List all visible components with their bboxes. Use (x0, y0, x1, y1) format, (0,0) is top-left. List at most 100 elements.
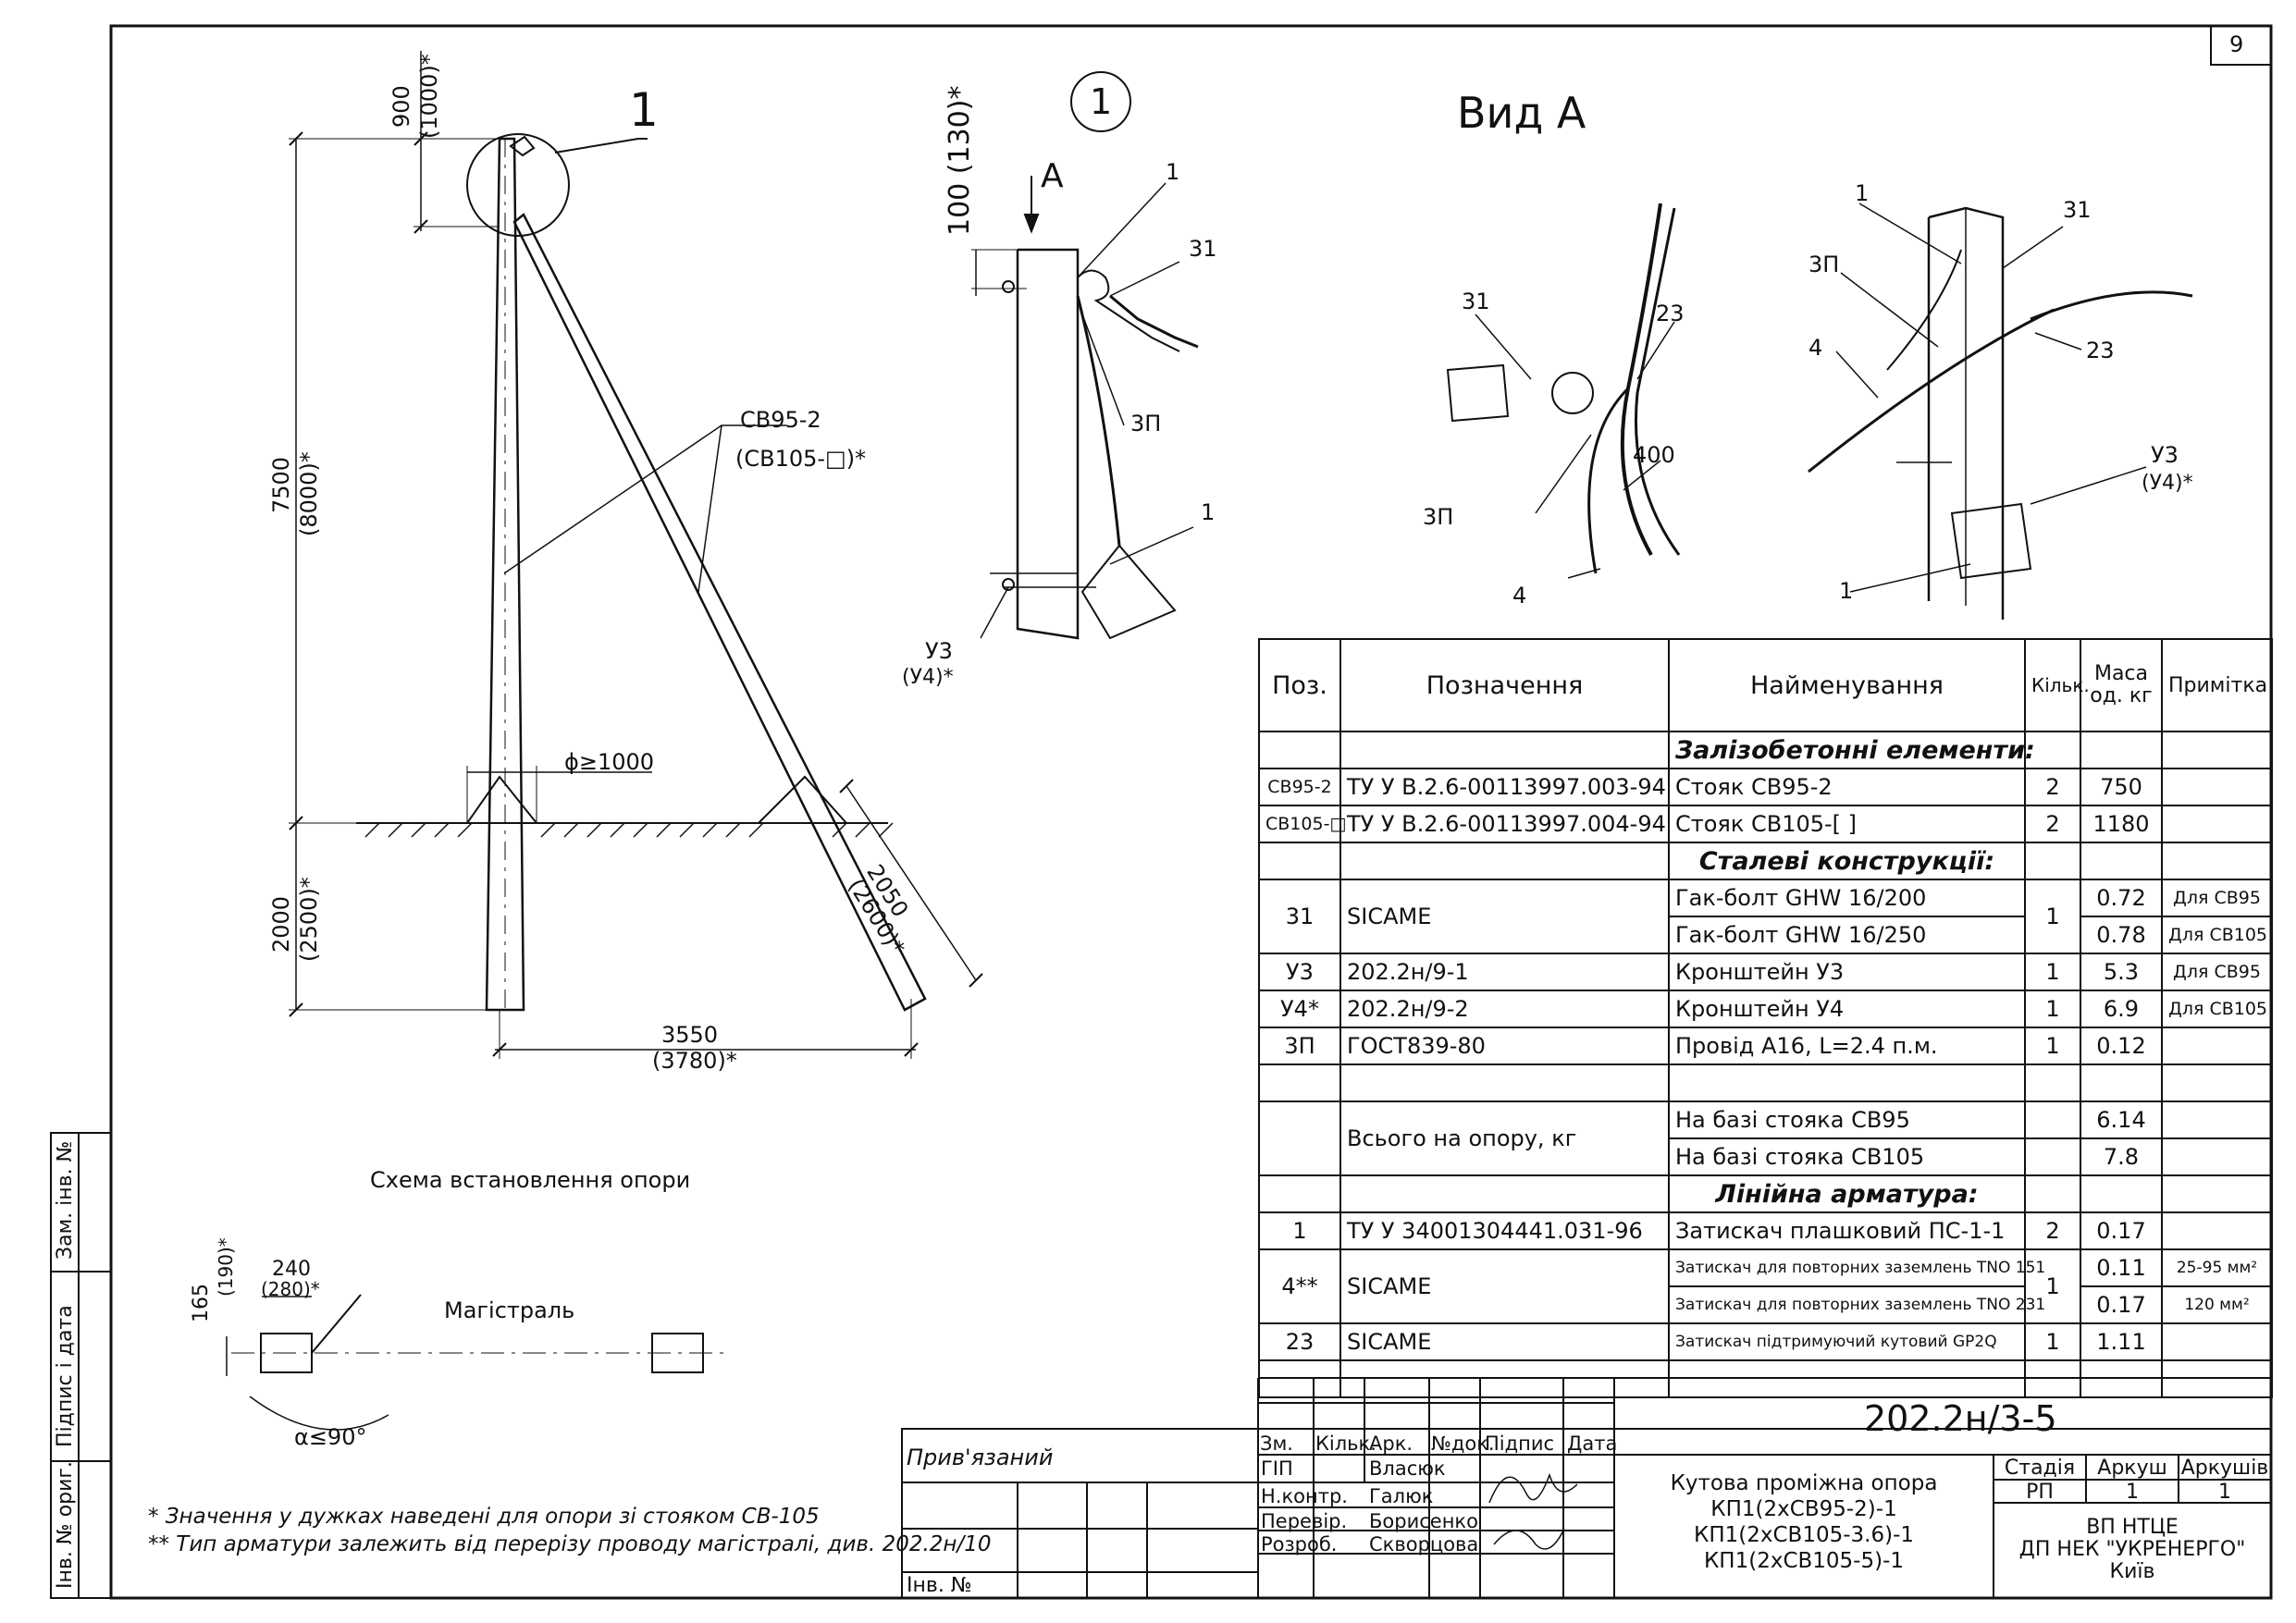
cell-note: Для СВ95 (2161, 879, 2273, 917)
col-header-kilk: Кільк. (1315, 1432, 1376, 1455)
stage-header: Стадія (2004, 1457, 2076, 1480)
cell-note (2161, 805, 2273, 843)
org-line-1: ВП НТЦЕ (2086, 1516, 2179, 1539)
role-perevir: Перевір. (1261, 1510, 1348, 1532)
cell-qty: 2 (2024, 768, 2081, 806)
section-steel: Сталеві конструкції: (1668, 842, 2026, 880)
section-concrete: Залізобетонні елементи: (1668, 731, 2035, 769)
cell-designation: SICAME (1339, 879, 1670, 954)
cell-qty: 1 (2024, 879, 2081, 954)
sheet-number-box (2210, 25, 2272, 66)
base-dimension-alt: (3780)* (652, 1048, 737, 1074)
org-line-3: Київ (2109, 1560, 2155, 1583)
org-line-2: ДП НЕК "УКРЕНЕРГО" (2018, 1538, 2246, 1561)
cell-note: Для СВ95 (2161, 953, 2273, 991)
stage-value: РП (2026, 1481, 2054, 1504)
detail-label-3p: 3П (1130, 411, 1162, 436)
table-row: У3 202.2н/9-1 Кронштейн У3 1 5.3 Для СВ9… (1258, 953, 2273, 991)
cell-pos: У3 (1258, 953, 1341, 991)
sheet-header: Аркуш (2097, 1457, 2167, 1480)
table-row: На базі стояка СВ105 7.8 (1259, 1137, 2273, 1176)
cell-pos: 3П (1258, 1027, 1341, 1065)
role-rozrob: Розроб. (1261, 1533, 1338, 1555)
cell-note (2161, 1322, 2273, 1361)
va-left-label-400: 400 (1633, 442, 1675, 468)
cell-note: Для СВ105 (2161, 990, 2273, 1028)
cell-name: Кронштейн У4 (1668, 990, 2026, 1028)
name-haliuk: Галюк (1369, 1485, 1434, 1507)
height-dimension-alt: (8000)* (296, 451, 322, 536)
sheets-header: Аркушів (2180, 1457, 2269, 1480)
pole-scheme (289, 51, 983, 1059)
main-line-label: Магістраль (444, 1297, 575, 1323)
spec-header-qty: Кільк. (2024, 638, 2090, 732)
table-row: Затискач для повторних заземлень TNO 231… (1259, 1285, 2273, 1324)
table-row: Всього на опору, кг На базі стояка СВ95 … (1258, 1100, 2273, 1176)
table-row (1258, 1359, 2273, 1398)
cell-qty: 1 (2024, 1027, 2081, 1065)
angle-label: α≤90° (294, 1424, 367, 1450)
table-row: 31 SICAME Гак-болт GHW 16/200 1 0.72 Для… (1258, 879, 2273, 954)
table-row: 4** SICAME Затискач для повторних заземл… (1258, 1248, 2273, 1324)
cell-designation: ТУ У 34001304441.031-96 (1339, 1211, 1670, 1250)
scheme-caption: Схема встановлення опори (370, 1167, 691, 1193)
plan-dim-240: 240 (272, 1258, 311, 1281)
table-row (1258, 1064, 2273, 1102)
cell-mass: 0.17 (2080, 1285, 2163, 1324)
table-row: Лінійна арматура: (1258, 1174, 2273, 1213)
col-header-ndok: №док. (1431, 1432, 1495, 1455)
cell-pos: 1 (1258, 1211, 1341, 1250)
cell-mass: 1.11 (2080, 1322, 2163, 1361)
detail-label-u3: У3 (925, 638, 953, 664)
name-borysenko: Борисенко (1369, 1510, 1478, 1532)
side-stamp-frame (50, 1132, 112, 1599)
detail-dimension: 100 (130)* (944, 85, 976, 236)
cell-pos: 31 (1258, 879, 1341, 954)
pole-callout: 1 (629, 83, 659, 137)
cell-mass: 5.3 (2080, 953, 2163, 991)
table-row: Залізобетонні елементи: (1258, 731, 2273, 769)
note-1: * Значення у дужках наведені для опори з… (148, 1505, 820, 1529)
cell-qty: 1 (2024, 1322, 2081, 1361)
role-nkontr: Н.контр. (1261, 1485, 1348, 1507)
view-arrow-label: А (1041, 157, 1064, 195)
va-right-label-u4: (У4)* (2142, 472, 2193, 495)
doc-code: 202.2н/3-5 (1864, 1398, 2057, 1439)
name-vlasiuk: Власюк (1369, 1457, 1446, 1480)
ground-dimension-alt: (2500)* (296, 877, 322, 962)
table-row: 23 SICAME Затискач підтримуючий кутовий … (1258, 1322, 2273, 1361)
top-dimension-alt: (1000)* (416, 54, 442, 139)
cell-qty: 1 (2024, 990, 2081, 1028)
table-row: 1 ТУ У 34001304441.031-96 Затискач плашк… (1258, 1211, 2273, 1250)
va-right-label-4: 4 (1808, 335, 1823, 361)
cell-name: Затискач плашковий ПС-1-1 (1668, 1211, 2026, 1250)
cell-pos: У4* (1258, 990, 1341, 1028)
table-row: У4* 202.2н/9-2 Кронштейн У4 1 6.9 Для СВ… (1258, 990, 2273, 1028)
cell-name: Гак-болт GHW 16/200 (1668, 879, 2026, 917)
title-line-2: КП1(2хСВ95-2)-1 (1710, 1497, 1897, 1521)
cell-mass: 0.11 (2080, 1248, 2163, 1287)
cell-note: 25-95 мм² (2161, 1248, 2273, 1287)
va-right-label-u3: У3 (2151, 442, 2179, 468)
cell-mass: 1180 (2080, 805, 2163, 843)
table-row: Гак-болт GHW 16/250 0.78 Для СВ105 (1259, 916, 2273, 954)
cell-designation: SICAME (1339, 1322, 1670, 1361)
cell-mass: 750 (2080, 768, 2163, 806)
cell-designation: SICAME (1339, 1248, 1670, 1324)
col-header-zm: Зм. (1260, 1432, 1293, 1455)
spec-header-designation: Позначення (1339, 638, 1670, 732)
col-header-ark: Арк. (1369, 1432, 1413, 1455)
attached-label: Прив'язаний (907, 1445, 1054, 1470)
va-right-label-1: 1 (1855, 180, 1870, 206)
va-right-label-3p: 3П (1808, 252, 1840, 277)
view-title: Вид А (1457, 88, 1586, 138)
va-right-label-23: 23 (2086, 338, 2115, 363)
cell-mass: 0.72 (2080, 879, 2163, 917)
note-2: ** Тип арматури залежить від перерізу пр… (148, 1532, 992, 1556)
view-a-right-drawing (1808, 203, 2193, 620)
cell-name: Провід А16, L=2.4 п.м. (1668, 1027, 2026, 1065)
cell-mass: 7.8 (2080, 1137, 2163, 1176)
side-stamp-inv: Зам. інв. № (54, 1140, 77, 1260)
pole-label: СВ95-2 (740, 407, 821, 433)
spec-header-note: Примітка (2161, 638, 2273, 732)
